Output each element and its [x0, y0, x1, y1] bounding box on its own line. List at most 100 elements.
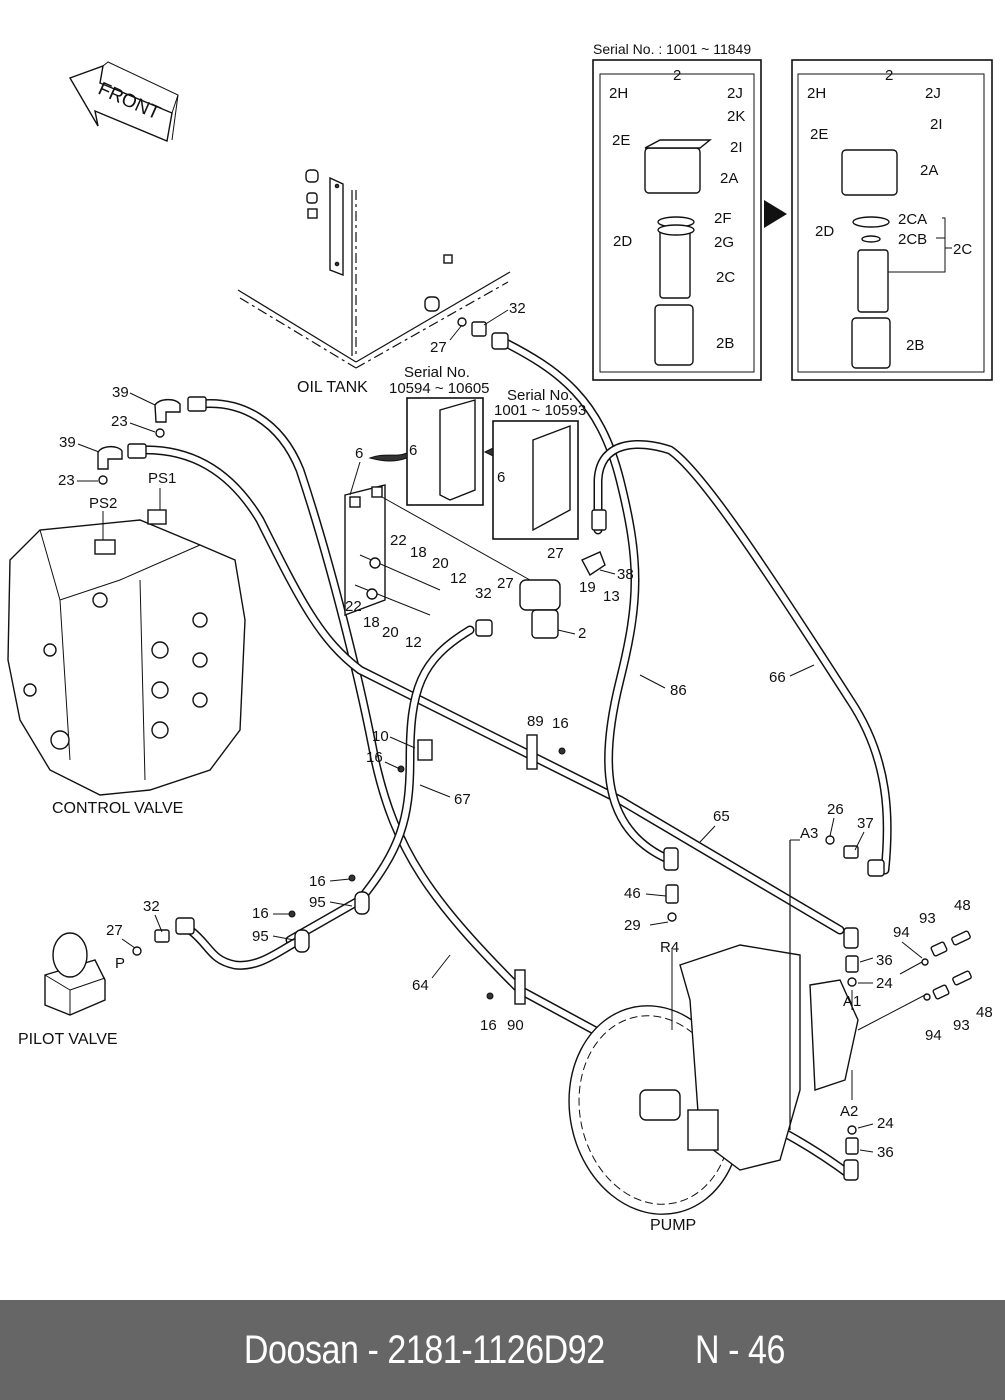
callout: 2J [925, 85, 941, 102]
callout: 89 [527, 713, 544, 730]
callout: 19 [579, 579, 596, 596]
callout: 2J [727, 85, 743, 102]
callout: 37 [857, 815, 874, 832]
callout: 2H [807, 85, 826, 102]
callout: 2A [720, 170, 738, 187]
callout: 36 [877, 1144, 894, 1161]
callout: 39 [112, 384, 129, 401]
callout: 12 [450, 570, 467, 587]
callout: 2E [810, 126, 828, 143]
port-ps2: PS2 [89, 495, 117, 512]
callout: 23 [111, 413, 128, 430]
callout: 2B [716, 335, 734, 352]
callout: 24 [877, 1115, 894, 1132]
filter-serial-title: Serial No. : 1001 ~ 11849 [593, 41, 751, 57]
callout: 66 [769, 669, 786, 686]
callout: 67 [454, 791, 471, 808]
callout: 6 [497, 469, 505, 486]
port-a1: A1 [843, 993, 861, 1010]
callout: 24 [876, 975, 893, 992]
callout: 2C [716, 269, 735, 286]
revision-arrow-icon [764, 200, 787, 228]
control-valve-caption: CONTROL VALVE [52, 800, 183, 817]
oil-tank-caption: OIL TANK [297, 379, 368, 396]
pilot-valve-caption: PILOT VALVE [18, 1031, 118, 1048]
filter-inset-new: 2 2H 2J 2E 2I 2A 2D 2CA 2CB 2C 2B [791, 59, 993, 381]
callout: 16 [480, 1017, 497, 1034]
callout: 16 [552, 715, 569, 732]
callout: 39 [59, 434, 76, 451]
inset-serial-range: 10594 ~ 10605 [389, 380, 490, 397]
hoses [135, 335, 892, 1180]
callout: 93 [919, 910, 936, 927]
callout: 2CA [898, 211, 927, 228]
callout: 2D [815, 223, 834, 240]
port-a2: A2 [840, 1103, 858, 1120]
callout: 94 [893, 924, 910, 941]
callout: 26 [827, 801, 844, 818]
callout: 6 [355, 445, 363, 462]
callout: 12 [405, 634, 422, 651]
callout: 94 [925, 1027, 942, 1044]
callout: 20 [382, 624, 399, 641]
callout: 18 [363, 614, 380, 631]
inset-serial-range: 1001 ~ 10593 [494, 402, 586, 419]
callout: 2B [906, 337, 924, 354]
callout: 13 [603, 588, 620, 605]
callout: 27 [497, 575, 514, 592]
callout: 86 [670, 682, 687, 699]
callout: 36 [876, 952, 893, 969]
callout: 2I [930, 116, 943, 133]
pump: A3 R4 A1 A2 PUMP [568, 825, 972, 1234]
bracket-inset-10594: Serial No. 10594 ~ 10605 6 [368, 364, 490, 506]
oil-tank: OIL TANK [237, 169, 511, 396]
inset-serial-label: Serial No. [507, 387, 573, 404]
callout: 23 [58, 472, 75, 489]
callout: 95 [309, 894, 326, 911]
line-filter-assembly [344, 484, 561, 639]
callout: 27 [106, 922, 123, 939]
port-ps1: PS1 [148, 470, 176, 487]
callout: 2H [609, 85, 628, 102]
callout: 29 [624, 917, 641, 934]
callout: 38 [617, 566, 634, 583]
port-p: P [115, 955, 125, 972]
callout: 16 [252, 905, 269, 922]
control-valve: PS1 PS2 CONTROL VALVE [7, 470, 246, 817]
callout: 93 [953, 1017, 970, 1034]
callout: 95 [252, 928, 269, 945]
callout: 20 [432, 555, 449, 572]
inset-serial-label: Serial No. [404, 364, 470, 381]
callout: 2E [612, 132, 630, 149]
callout: 2G [714, 234, 734, 251]
callout: 18 [410, 544, 427, 561]
callout: 48 [954, 897, 971, 914]
pilot-valve: P PILOT VALVE [18, 932, 125, 1048]
callout: 16 [309, 873, 326, 890]
callouts: 39 23 39 23 32 27 6 22 18 20 12 22 18 20… [58, 300, 993, 1161]
callout: 46 [624, 885, 641, 902]
callout: 90 [507, 1017, 524, 1034]
callout: 2C [953, 241, 972, 258]
callout: 27 [430, 339, 447, 356]
callout: 16 [366, 749, 383, 766]
port-r4: R4 [660, 939, 679, 956]
callout: 22 [390, 532, 407, 549]
callout: 2CB [898, 231, 927, 248]
callout: 64 [412, 977, 429, 994]
assembly-label: 2 [673, 67, 681, 84]
callout: 27 [547, 545, 564, 562]
callout: 48 [976, 1004, 993, 1021]
footer-bar: Doosan - 2181-1126D92 N - 46 [0, 1300, 1005, 1400]
callout: 2K [727, 108, 745, 125]
footer-brand-part-number: Doosan - 2181-1126D92 [244, 1327, 605, 1372]
hydraulic-parts-diagram: FRONT OIL TANK [7, 41, 993, 1234]
callout: 6 [409, 442, 417, 459]
callout: 2I [730, 139, 743, 156]
callout: 2 [578, 625, 586, 642]
callout: 2A [920, 162, 938, 179]
port-a3: A3 [800, 825, 818, 842]
bracket-inset-1001: Serial No. 1001 ~ 10593 6 [483, 387, 586, 540]
callout: 2D [613, 233, 632, 250]
callout: 10 [372, 728, 389, 745]
